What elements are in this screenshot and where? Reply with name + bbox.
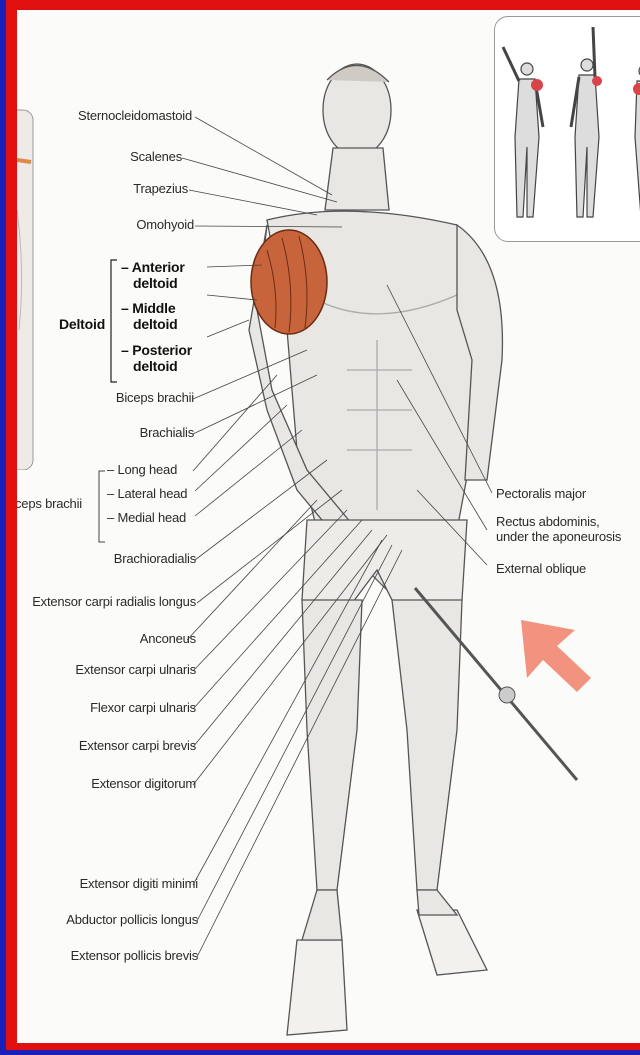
label-lateral-head: – Lateral head	[107, 486, 187, 501]
illustration-sheet: Sternocleidomastoid Scalenes Trapezius O…	[17, 10, 640, 1043]
label-brachialis: Brachialis	[140, 425, 194, 440]
label-anterior-deltoid: – Anterior deltoid	[121, 259, 185, 291]
triceps-bracket	[99, 471, 105, 542]
label-brachioradialis: Brachioradialis	[114, 551, 196, 566]
label-anconeus: Anconeus	[140, 631, 196, 646]
label-biceps-brachii: Biceps brachii	[116, 390, 194, 405]
label-deltoid-group: Deltoid	[59, 316, 105, 332]
label-pectoralis-major: Pectoralis major	[496, 486, 586, 501]
deltoid-bracket	[111, 260, 117, 382]
label-sternocleidomastoid: Sternocleidomastoid	[78, 108, 192, 123]
label-medial-head: – Medial head	[107, 510, 186, 525]
label-rectus-abdominis: Rectus abdominis, under the aponeurosis	[496, 514, 621, 544]
label-ext-carpi-brevis: Extensor carpi brevis	[79, 738, 196, 753]
label-posterior-deltoid: – Posterior deltoid	[121, 342, 192, 374]
label-ext-carpi-ulnaris: Extensor carpi ulnaris	[75, 662, 196, 677]
label-ext-digitorum: Extensor digitorum	[91, 776, 196, 791]
label-ext-digiti-minimi: Extensor digiti minimi	[80, 876, 198, 891]
label-omohyoid: Omohyoid	[136, 217, 194, 232]
label-ext-pollicis-brevis: Extensor pollicis brevis	[71, 948, 198, 963]
label-scalenes: Scalenes	[130, 149, 182, 164]
label-flexor-carpi-ulnaris: Flexor carpi ulnaris	[90, 700, 196, 715]
label-external-oblique: External oblique	[496, 561, 586, 576]
label-long-head: – Long head	[107, 462, 177, 477]
deltoid-highlight	[251, 230, 327, 334]
label-trapezius: Trapezius	[133, 181, 188, 196]
label-middle-deltoid: – Middle deltoid	[121, 300, 177, 332]
label-triceps-group: ceps brachii	[17, 496, 82, 511]
label-ext-carpi-radialis-longus: Extensor carpi radialis longus	[32, 594, 196, 609]
label-abductor-pollicis-longus: Abductor pollicis longus	[66, 912, 198, 927]
direction-arrow	[521, 620, 591, 692]
